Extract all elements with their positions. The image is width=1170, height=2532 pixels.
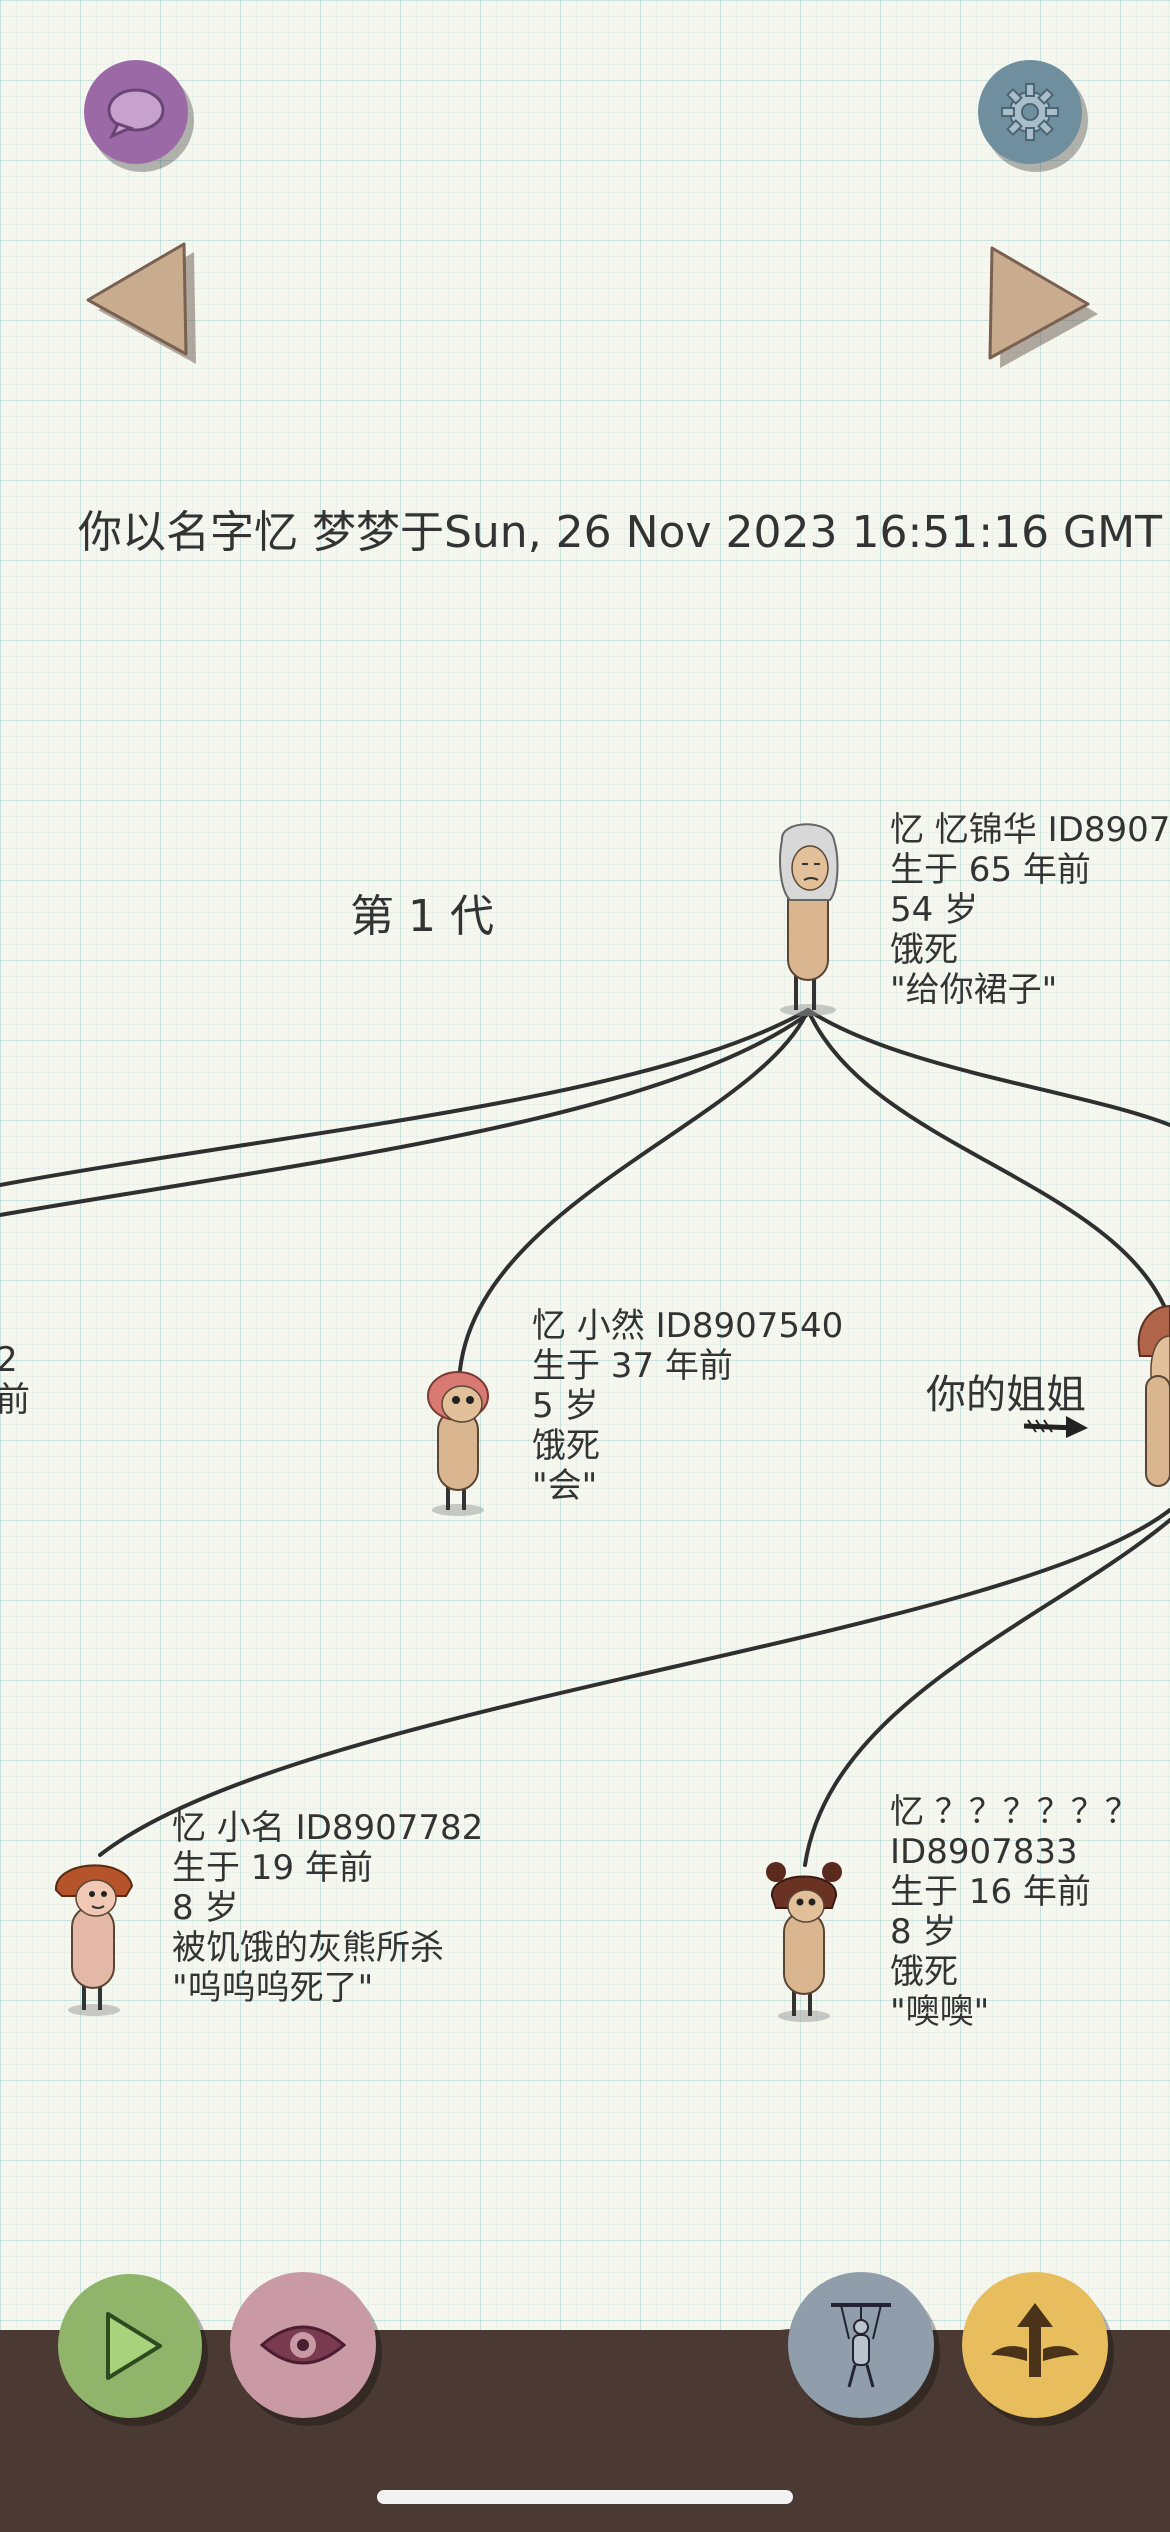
next-arrow-button[interactable]: [988, 244, 1098, 368]
person-death: 饿死: [532, 1426, 600, 1466]
tree-line-sister-ming: [98, 1508, 1170, 1857]
tree-line-root-right: [806, 1008, 1170, 1127]
arrow-right-icon: [1023, 1416, 1088, 1438]
person-name: 忆 忆锦华 ID8907: [890, 810, 1170, 850]
home-indicator[interactable]: [377, 2490, 793, 2504]
person-card-ming: 忆 小名 ID8907782 生于 19 年前 8 岁 被饥饿的灰熊所杀 "呜呜…: [172, 1808, 483, 2008]
person-born: 前: [0, 1380, 30, 1420]
tree-line-root-sister: [806, 1008, 1170, 1322]
birth-info-title: 你以名字忆 梦梦于Sun, 26 Nov 2023 16:51:16 GMT: [78, 507, 1162, 558]
person-death: 被饥饿的灰熊所杀: [172, 1928, 444, 1968]
person-card-unknown: 忆 ？？？？？？ ID8907833 生于 16 年前 8 岁 饿死 "噢噢": [890, 1792, 1139, 2032]
person-card-left: 2 前: [0, 1340, 30, 1420]
sister-label: 你的姐姐: [926, 1372, 1086, 1418]
triangle-left-icon: [86, 242, 196, 364]
tree-line-root-left-b: [0, 1012, 810, 1217]
person-age: 8 岁: [172, 1888, 239, 1928]
person-death: 饿死: [890, 1952, 958, 1992]
puppet-button[interactable]: [788, 2272, 934, 2418]
chat-button[interactable]: [84, 60, 188, 164]
tree-line-root-left-a: [0, 1008, 810, 1187]
person-age: 5 岁: [532, 1386, 599, 1426]
gear-icon: [1001, 83, 1059, 141]
person-death: 饿死: [890, 930, 958, 970]
prev-arrow-button[interactable]: [84, 240, 196, 364]
eye-icon: [259, 2325, 347, 2365]
play-button[interactable]: [58, 2274, 202, 2418]
person-age: 8 岁: [890, 1912, 957, 1952]
avatar-ran[interactable]: [410, 1360, 510, 1520]
person-born: 生于 19 年前: [172, 1848, 373, 1888]
view-button[interactable]: [230, 2272, 376, 2418]
avatar-unknown[interactable]: [756, 1856, 856, 2026]
play-icon: [106, 2312, 162, 2380]
person-born: 生于 16 年前: [890, 1872, 1091, 1912]
person-card-root: 忆 忆锦华 ID8907 生于 65 年前 54 岁 饿死 "给你裙子": [890, 810, 1170, 1010]
person-name: 忆 小名 ID8907782: [172, 1808, 484, 1848]
person-id: ID8907833: [890, 1832, 1078, 1872]
person-quote: "噢噢": [890, 1992, 990, 2032]
person-born: 生于 37 年前: [532, 1346, 733, 1386]
avatar-root[interactable]: [760, 820, 860, 1020]
generation-label: 第 1 代: [350, 891, 494, 942]
person-name: 忆 ？？？？？？: [890, 1792, 1139, 1832]
person-quote: "给你裙子": [890, 970, 1058, 1010]
person-age: 54 岁: [890, 890, 979, 930]
person-quote: "会": [532, 1466, 598, 1506]
person-card-ran: 忆 小然 ID8907540 生于 37 年前 5 岁 饿死 "会": [532, 1306, 843, 1506]
person-born: 生于 65 年前: [890, 850, 1091, 890]
tree-line-sister-unknown: [803, 1518, 1170, 1867]
puppet-icon: [831, 2303, 891, 2388]
person-quote: "呜呜呜死了": [172, 1968, 374, 2008]
avatar-sister[interactable]: [1130, 1296, 1170, 1516]
person-name: 2: [0, 1340, 18, 1380]
tree-line-root-ran: [458, 1008, 810, 1372]
person-name: 忆 小然 ID8907540: [532, 1306, 844, 1346]
speech-bubble-icon: [107, 88, 165, 140]
triangle-right-icon: [988, 246, 1098, 368]
settings-button[interactable]: [978, 60, 1082, 164]
avatar-ming[interactable]: [46, 1850, 146, 2020]
ascend-button[interactable]: [962, 2272, 1108, 2418]
winged-arrow-icon: [991, 2303, 1079, 2377]
